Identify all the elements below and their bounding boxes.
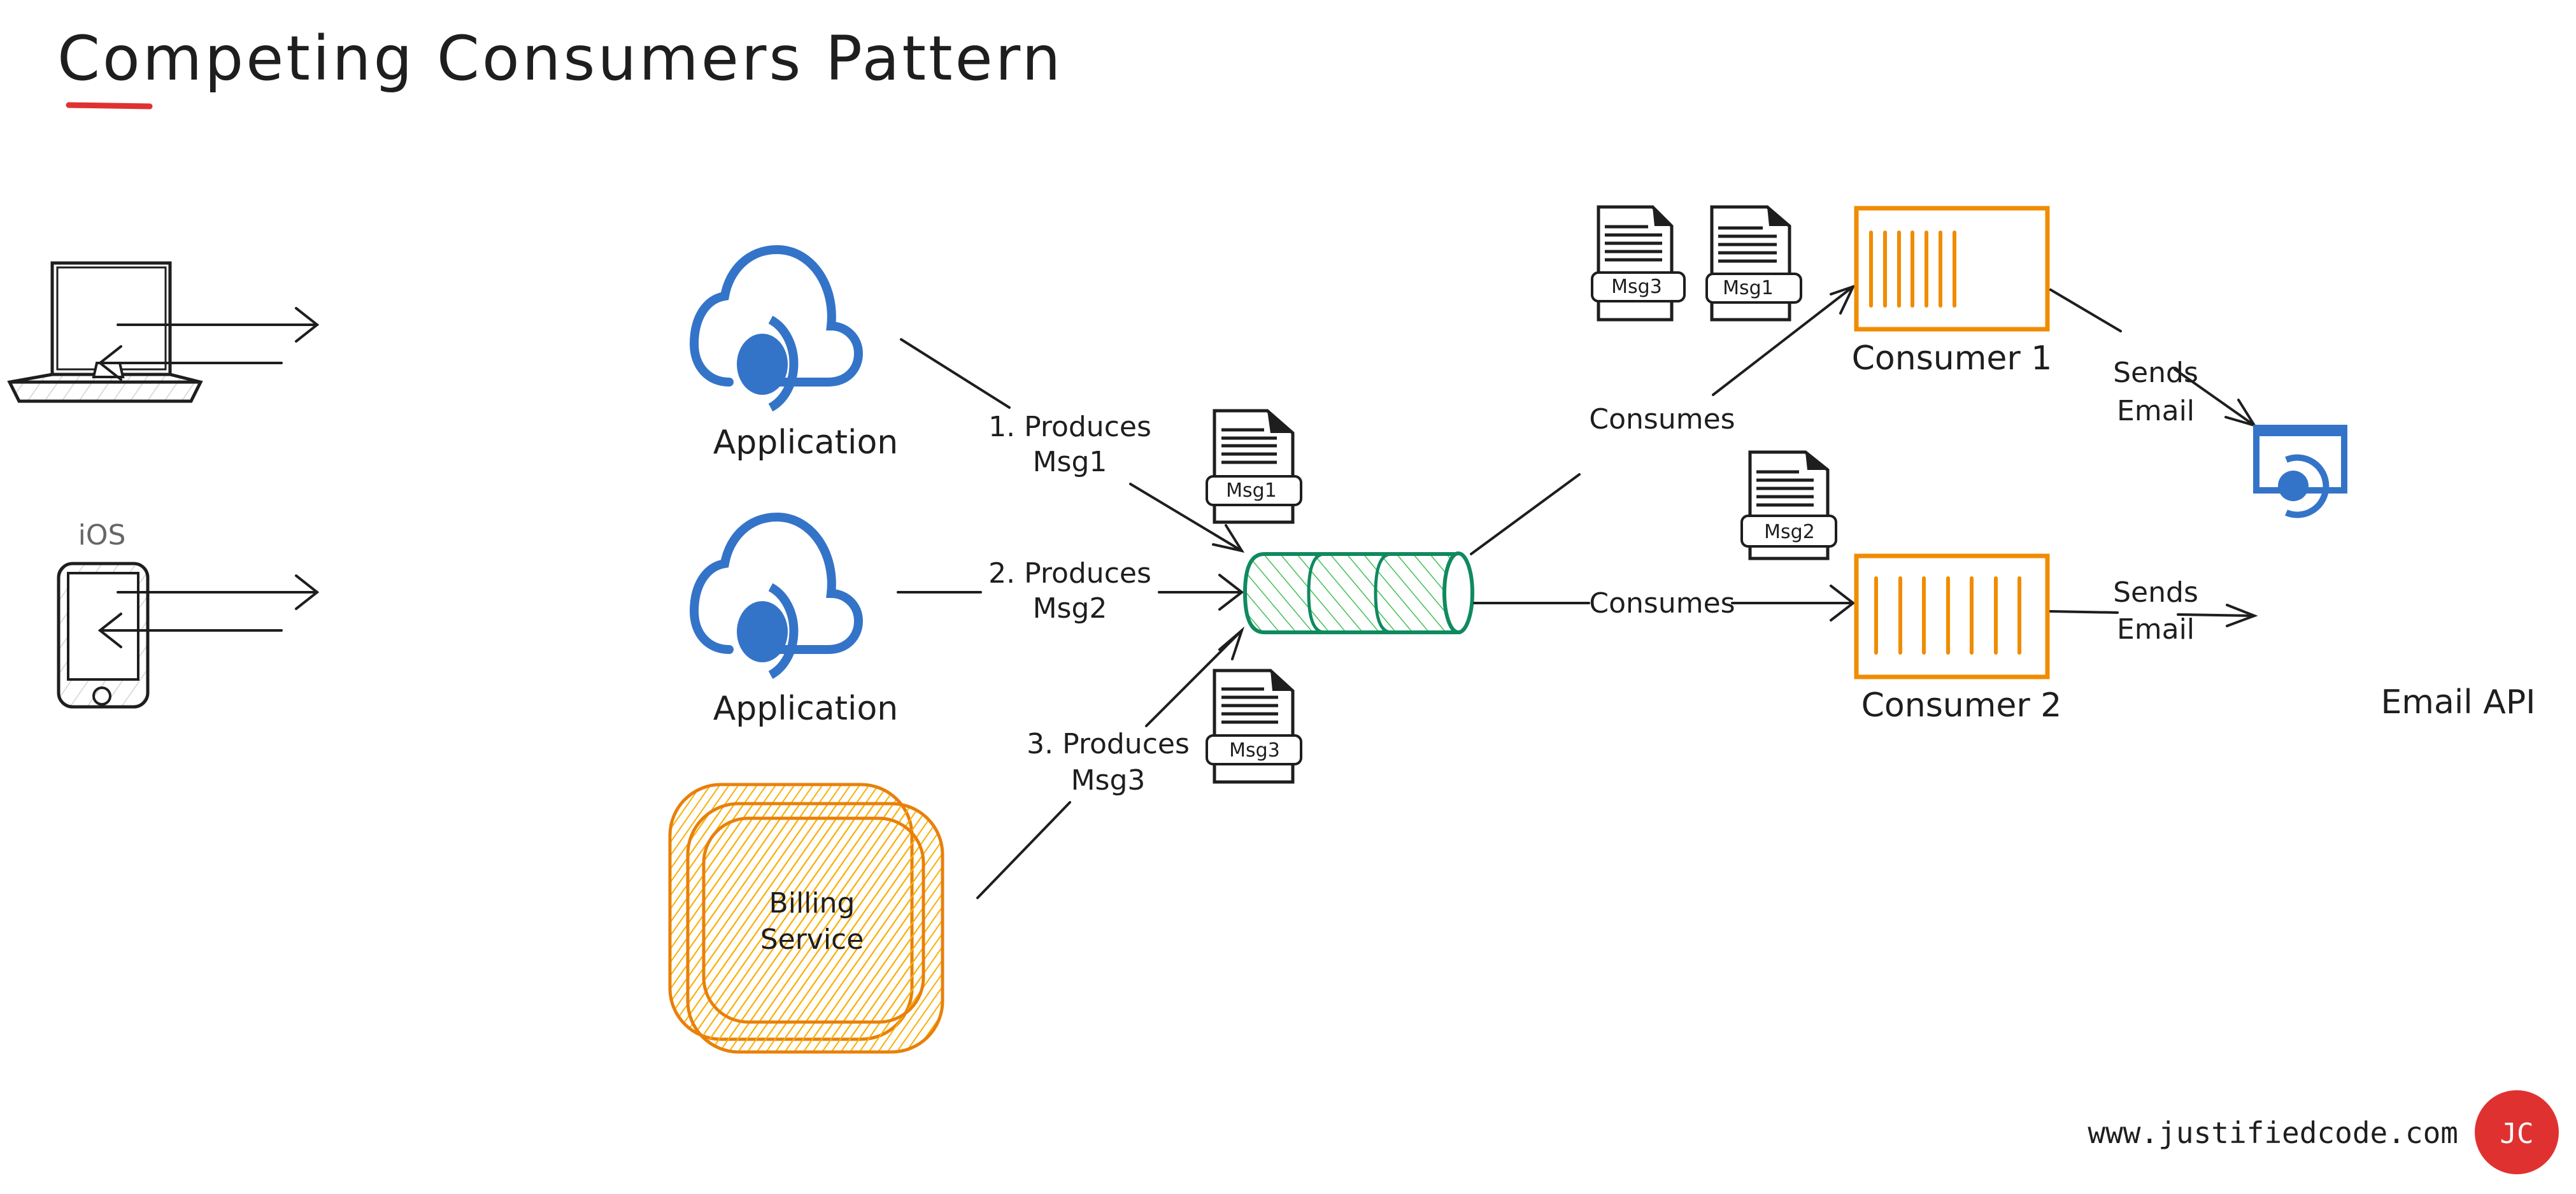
edge-produce-msg2: 2. Produces Msg2 [897, 557, 1244, 625]
application-2-label: Application [713, 690, 899, 728]
produce1-label-line1: 1. Produces [988, 411, 1151, 443]
c1-msg1-label: Msg1 [1723, 277, 1774, 299]
edge-produce-msg1: 1. Produces Msg1 [900, 338, 1245, 553]
page-title: Competing Consumers Pattern [57, 23, 1063, 94]
laptop-icon[interactable] [7, 261, 203, 403]
message-document-c1-msg3: Msg3 [1591, 205, 1686, 322]
msg3-doc-label: Msg3 [1229, 739, 1280, 762]
send1-label-line2: Email [2117, 395, 2195, 427]
edge-consumes-1: Consumes [1470, 284, 1856, 555]
produce3-label-line2: Msg3 [1071, 764, 1146, 797]
consumer-2-node[interactable]: Consumer 2 [1854, 553, 2062, 725]
consume1-label: Consumes [1589, 403, 1735, 436]
cloud-app-icon [689, 245, 864, 412]
iphone-icon[interactable] [57, 562, 150, 709]
app1-to-laptop-arrow [97, 345, 283, 381]
consumer-1-label: Consumer 1 [1852, 339, 2053, 378]
produce2-label-line1: 2. Produces [988, 557, 1151, 590]
edge-sends-email-1: Sends Email [2049, 288, 2258, 428]
footer-brand: www.justifiedcode.com JC [2088, 1090, 2559, 1174]
laptop-to-app1-arrow [117, 307, 320, 343]
logo-initials: JC [2500, 1118, 2534, 1150]
title-underline [66, 102, 153, 110]
cloud-app-icon [689, 512, 864, 679]
api-app-icon [2253, 425, 2347, 518]
consumer-1-node[interactable]: Consumer 1 [1852, 206, 2053, 378]
send2-label-line1: Sends [2113, 576, 2198, 609]
edge-consumes-2: Consumes [1473, 585, 1856, 622]
message-document-c2-msg2: Msg2 [1740, 450, 1837, 560]
email-api-label: Email API [2380, 683, 2535, 721]
edge-produce-msg3: 3. Produces Msg3 [976, 626, 1245, 899]
app2-to-ios-arrow [97, 613, 283, 648]
msg1-doc-label: Msg1 [1226, 480, 1277, 502]
consume2-label: Consumes [1589, 587, 1735, 620]
produce3-label-line1: 3. Produces [1027, 728, 1190, 760]
ios-label: iOS [78, 519, 126, 551]
c1-msg3-label: Msg3 [1611, 276, 1662, 298]
edge-sends-email-2: Sends Email [2049, 576, 2258, 646]
application-2-node[interactable]: Application [689, 512, 899, 728]
c2-msg2-label: Msg2 [1764, 521, 1815, 543]
send2-label-line2: Email [2117, 613, 2195, 646]
website-link[interactable]: www.justifiedcode.com [2088, 1116, 2458, 1150]
ios-to-app2-arrow [117, 574, 320, 610]
email-api-node[interactable]: Email API [2253, 425, 2536, 721]
produce1-label-line2: Msg1 [1033, 446, 1107, 478]
consumer-2-label: Consumer 2 [1861, 686, 2062, 725]
title-group: Competing Consumers Pattern [57, 23, 1063, 110]
produce2-label-line2: Msg2 [1033, 592, 1107, 625]
jc-logo [2475, 1090, 2559, 1174]
application-1-label: Application [713, 423, 899, 462]
send1-label-line1: Sends [2113, 357, 2198, 389]
message-document-msg3: Msg3 [1206, 669, 1302, 784]
message-queue-node[interactable] [1242, 551, 1474, 634]
message-document-c1-msg1: Msg1 [1705, 205, 1802, 322]
billing-label-line1: Billing [769, 887, 855, 920]
message-document-msg1: Msg1 [1206, 409, 1302, 524]
billing-service-node[interactable]: Billing Service [668, 783, 944, 1054]
application-1-node[interactable]: Application [685, 245, 899, 462]
billing-label-line2: Service [760, 923, 864, 956]
